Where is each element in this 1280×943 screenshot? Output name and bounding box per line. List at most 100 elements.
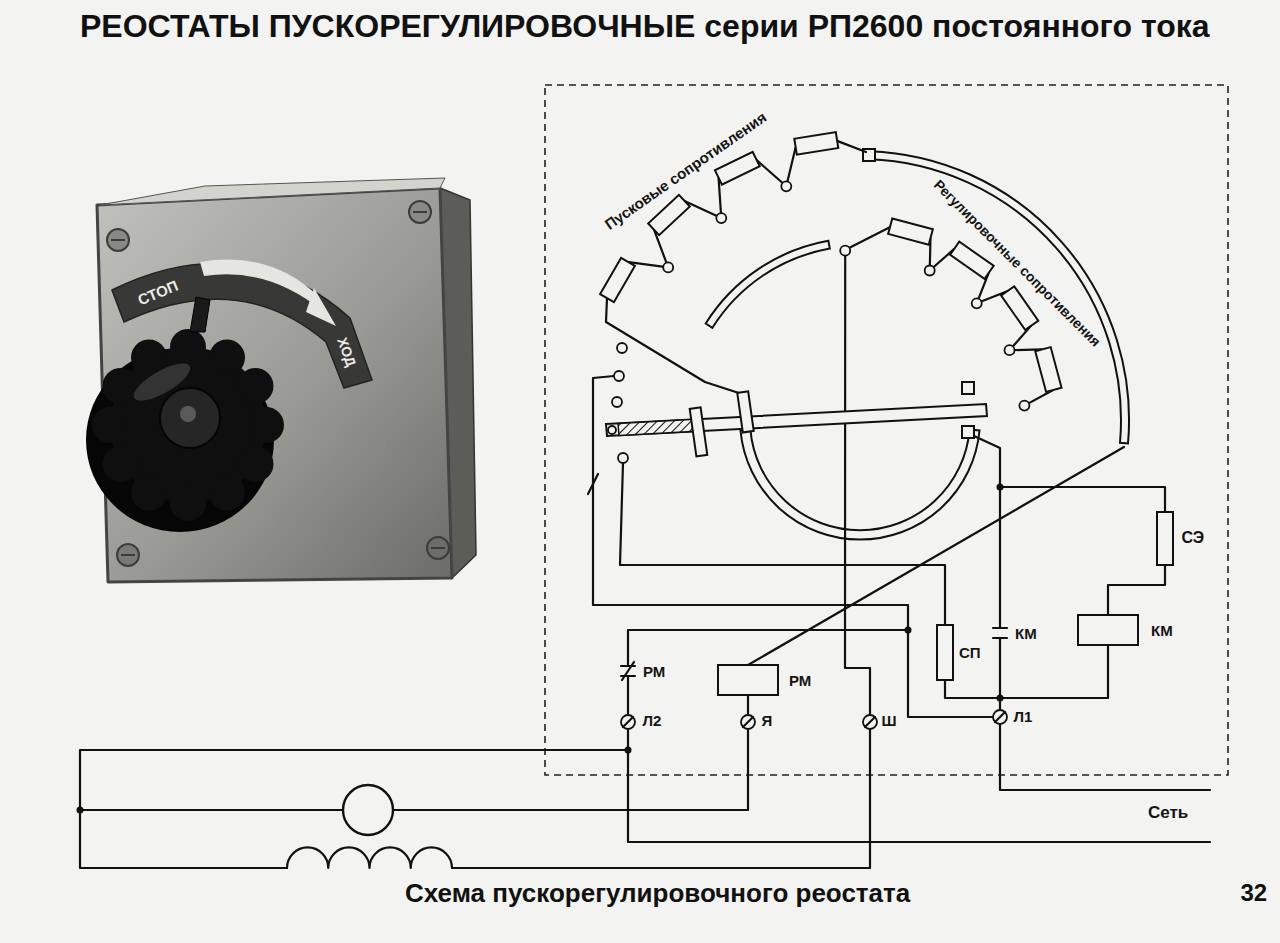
- screw: [107, 229, 129, 251]
- resistor-symbol: [1035, 347, 1061, 392]
- component-label: РМ: [787, 672, 813, 689]
- junction-dot: [625, 747, 632, 754]
- coil-symbol: [1078, 615, 1138, 645]
- terminal-symbol: [623, 717, 633, 727]
- knob: [92, 329, 284, 521]
- knob-cap: [160, 388, 220, 448]
- wire: [756, 148, 795, 187]
- tick-mark: [588, 474, 598, 494]
- knob-rib: [103, 368, 139, 404]
- wire: [593, 376, 993, 717]
- contact-shoe: [690, 407, 708, 456]
- component-label: СП: [957, 644, 983, 661]
- terminal-label: Л1: [1012, 708, 1035, 725]
- component-label: РМ: [641, 663, 667, 680]
- junction-dot: [77, 807, 84, 814]
- junction-dot: [997, 484, 1004, 491]
- knob-rib: [248, 407, 284, 443]
- dial-arrow: [200, 260, 324, 312]
- terminal-label: Ш: [880, 712, 899, 729]
- wire: [393, 729, 748, 810]
- wire: [685, 178, 721, 218]
- housing-outline: [545, 85, 1228, 775]
- resistor-symbol: [950, 242, 994, 279]
- contact-ring: [741, 430, 980, 540]
- screw-slot: [431, 547, 445, 549]
- knob-rib: [170, 329, 206, 365]
- wire: [849, 227, 890, 248]
- wire: [845, 256, 870, 715]
- contact-stud: [618, 453, 628, 463]
- diagram-caption: Схема пускорегулировочного реостата: [405, 879, 910, 909]
- terminal-symbol: [865, 717, 875, 727]
- contact-stud: [716, 213, 726, 223]
- component-label: КМ: [1013, 625, 1039, 642]
- resistor-symbol: [888, 218, 933, 244]
- knob-rib: [209, 340, 245, 376]
- component-label: СЭ: [1180, 529, 1207, 547]
- knob-rib: [131, 475, 167, 511]
- contact-stud: [781, 181, 791, 191]
- screw: [427, 537, 449, 559]
- resistor-symbol: [937, 625, 953, 680]
- contact-symbol: [622, 662, 634, 680]
- terminal-label: Я: [760, 712, 775, 729]
- wire: [628, 729, 1210, 842]
- knob-rib: [92, 407, 128, 443]
- wire: [1000, 724, 1210, 790]
- rheostat-photo: [86, 178, 476, 582]
- terminal-symbol: [741, 715, 755, 729]
- contact-symbol: [993, 637, 1007, 639]
- field-winding-symbol: [287, 847, 452, 868]
- wire: [80, 809, 343, 811]
- dial-arrow-head: [306, 288, 336, 326]
- component-label: КМ: [1149, 622, 1175, 639]
- contact-shoe: [962, 426, 974, 438]
- knob-cap-shine: [180, 406, 196, 422]
- lever-handle: [618, 419, 701, 435]
- terminal-symbol: [995, 712, 1005, 722]
- resistor-symbol: [794, 132, 838, 154]
- knob-rib: [238, 368, 274, 404]
- wire: [1000, 487, 1165, 512]
- knob-rib: [209, 475, 245, 511]
- knob-body: [110, 347, 266, 503]
- junction-dot: [997, 695, 1004, 702]
- screw-slot: [111, 239, 125, 241]
- housing-top: [100, 178, 445, 205]
- motor-symbol: [343, 785, 393, 835]
- contact-shoe: [737, 391, 753, 432]
- wire: [627, 676, 629, 715]
- contact-stud: [663, 262, 673, 272]
- terminal-symbol: [993, 710, 1007, 724]
- terminal-label: Л2: [641, 712, 664, 729]
- contact-stud: [617, 343, 627, 353]
- screw-slot: [121, 554, 135, 556]
- screw: [117, 544, 139, 566]
- contact-stud: [925, 266, 935, 276]
- screw: [409, 201, 431, 223]
- contact-stud: [840, 246, 850, 256]
- coil-symbol: [718, 665, 778, 695]
- terminal-symbol: [743, 717, 753, 727]
- network-label: Сеть: [1146, 803, 1190, 823]
- contact-symbol: [993, 627, 1007, 629]
- junction-dot: [905, 627, 912, 634]
- resistor-symbol: [715, 152, 760, 185]
- contact-stud: [614, 371, 624, 381]
- wire: [452, 729, 870, 868]
- wire: [606, 298, 742, 394]
- contact-stud: [1019, 401, 1029, 411]
- knob-pointer: [190, 297, 210, 332]
- contact-stud: [1005, 345, 1015, 355]
- wire: [1108, 565, 1165, 615]
- terminal-symbol: [863, 715, 877, 729]
- wire: [977, 273, 1007, 303]
- knob-rib: [103, 446, 139, 482]
- knob-rib: [238, 446, 274, 482]
- wire: [628, 630, 908, 666]
- contact-stud: [972, 298, 982, 308]
- contact-shoe: [962, 382, 974, 394]
